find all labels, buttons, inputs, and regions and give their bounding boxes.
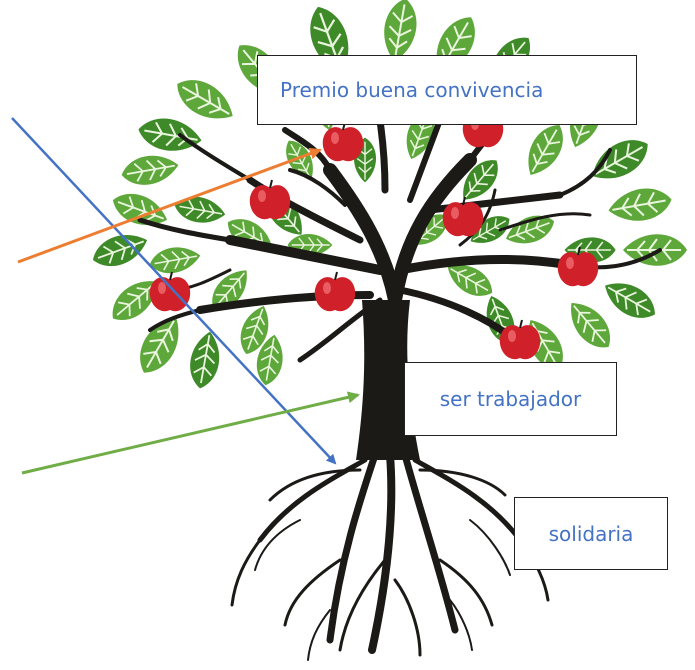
roots-label-box: solidaria <box>514 497 668 570</box>
apple <box>322 121 364 162</box>
apple <box>442 196 484 237</box>
leaf <box>608 188 672 221</box>
apple <box>557 246 599 287</box>
apple <box>499 319 541 360</box>
leaf <box>177 80 233 119</box>
leaf <box>112 281 158 320</box>
roots-label: solidaria <box>548 521 634 546</box>
fruits-label: Premio buena convivencia <box>280 78 544 102</box>
leaf <box>528 125 563 175</box>
apple <box>149 271 191 312</box>
trunk-label-box: ser trabajador <box>404 362 617 436</box>
orange-arrow <box>17 147 322 264</box>
leaf <box>138 118 202 151</box>
leaf <box>140 317 179 373</box>
blue-arrow <box>11 117 337 465</box>
leaf <box>463 160 498 200</box>
leaf <box>92 235 148 267</box>
leaf <box>190 331 220 389</box>
leaf <box>174 196 226 223</box>
leaf <box>571 302 610 348</box>
leaf <box>605 283 655 318</box>
leaf <box>121 155 179 185</box>
fruits-label-box: Premio buena convivencia <box>257 55 637 125</box>
leaf <box>505 215 555 244</box>
leaf <box>447 265 493 296</box>
tree-foliage <box>92 0 687 389</box>
leaf <box>286 140 313 180</box>
leaf <box>470 216 510 243</box>
apple <box>314 271 356 312</box>
green-arrow <box>21 391 360 475</box>
leaf <box>384 0 417 62</box>
apple <box>249 179 291 220</box>
tree-roots <box>230 451 550 661</box>
leaf <box>256 334 283 386</box>
leaf <box>149 247 201 274</box>
leaf <box>240 305 269 355</box>
trunk-label: ser trabajador <box>439 387 582 411</box>
leaf <box>212 270 247 310</box>
leaf <box>592 140 648 179</box>
apples <box>149 107 599 360</box>
